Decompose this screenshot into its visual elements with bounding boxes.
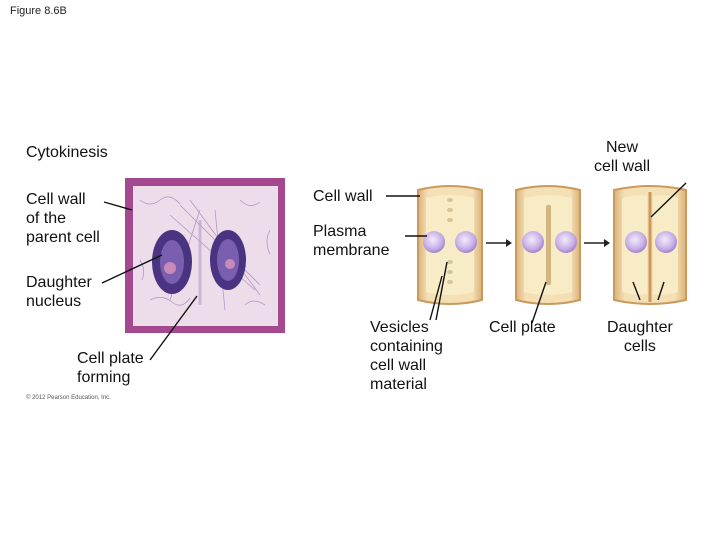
daughter-nucleus-right xyxy=(210,230,246,290)
nucleus-icon xyxy=(522,231,544,253)
nucleus-icon xyxy=(455,231,477,253)
nucleus-icon xyxy=(625,231,647,253)
daughter-nucleus-left xyxy=(152,230,192,294)
label-vesicles: Vesicles containing cell wall material xyxy=(370,319,443,393)
copyright: © 2012 Pearson Education, Inc. xyxy=(26,395,111,401)
nucleus-icon xyxy=(555,231,577,253)
diagram-cell-3 xyxy=(613,185,687,305)
label-daughter-nucleus: Daughter nucleus xyxy=(26,274,92,310)
nucleus-icon xyxy=(423,231,445,253)
figure-label: Figure 8.6B xyxy=(10,5,67,17)
label-daughter-cells: Daughter cells xyxy=(607,319,673,355)
label-cell-wall: Cell wall xyxy=(313,188,373,205)
nucleus-icon xyxy=(655,231,677,253)
leader-lines xyxy=(101,182,687,361)
label-cell-wall-parent: Cell wall of the parent cell xyxy=(26,191,100,246)
micrograph xyxy=(125,178,285,333)
diagram-cell-2 xyxy=(515,185,581,305)
cell-plate xyxy=(546,205,551,285)
label-cell-plate-forming: Cell plate forming xyxy=(77,350,144,386)
label-cell-plate: Cell plate xyxy=(489,319,556,336)
diagram-cell-1 xyxy=(417,185,483,305)
label-plasma-membrane: Plasma membrane xyxy=(313,223,390,259)
title: Cytokinesis xyxy=(26,144,108,161)
label-new-cell-wall: New cell wall xyxy=(594,139,651,175)
